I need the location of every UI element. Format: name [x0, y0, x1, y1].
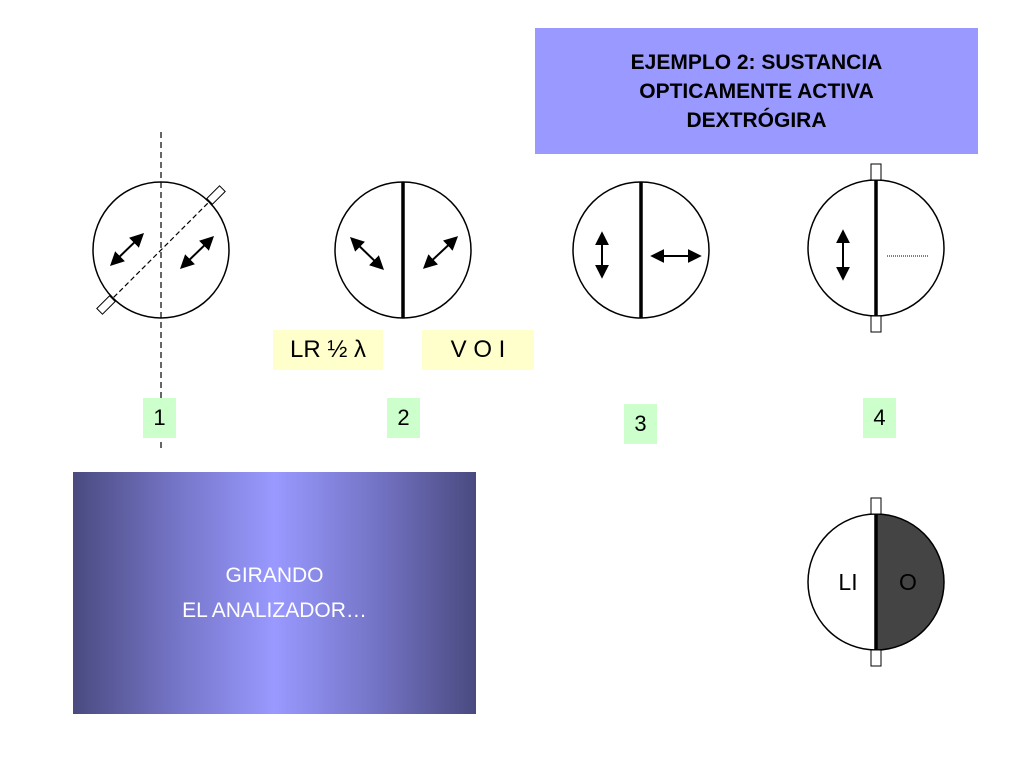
step-number-2: 2 — [387, 398, 420, 438]
label-lr: LR ½ λ — [273, 330, 383, 370]
result-circle-group: LI O — [807, 497, 945, 667]
circle-4-group — [807, 163, 945, 333]
label-voi-text: V O I — [450, 336, 506, 363]
step-number-1: 1 — [143, 398, 176, 438]
arrow-left-diagonal — [109, 233, 145, 266]
analyzer-tab-bottom — [870, 315, 882, 333]
title-line-2: OPTICAMENTE ACTIVA — [639, 79, 874, 103]
circle-1-group — [92, 132, 230, 452]
step-number-2-text: 2 — [397, 405, 410, 430]
result-label-left: LI — [838, 569, 857, 595]
step-number-1-text: 1 — [153, 405, 166, 430]
arrow-right-ne — [422, 236, 459, 269]
arrow-left-nw — [349, 237, 385, 270]
title-banner: EJEMPLO 2: SUSTANCIA OPTICAMENTE ACTIVA … — [535, 28, 978, 154]
title-line-3: DEXTRÓGIRA — [686, 108, 827, 132]
slit-tab-bottom-left — [96, 295, 116, 315]
action-line-2: EL ANALIZADOR… — [182, 599, 367, 622]
step-number-4: 4 — [863, 398, 896, 438]
arrow-right-diagonal — [179, 236, 215, 269]
result-dark-half — [875, 513, 945, 651]
step-number-3: 3 — [624, 404, 657, 444]
result-tab-top — [870, 497, 882, 515]
label-lr-text: LR ½ λ — [289, 336, 367, 363]
result-left-half — [807, 513, 877, 651]
slit-tab-top-right — [206, 185, 226, 205]
diagonal-dashed-line — [107, 196, 215, 304]
analyzer-tab-top — [870, 163, 882, 181]
action-line-1: GIRANDO — [225, 564, 324, 587]
title-line-1: EJEMPLO 2: SUSTANCIA — [630, 50, 883, 74]
action-banner: GIRANDO EL ANALIZADOR… — [73, 472, 476, 714]
label-voi: V O I — [422, 330, 534, 370]
result-label-right: O — [899, 569, 917, 595]
step-number-3-text: 3 — [634, 411, 647, 436]
result-tab-bottom — [870, 649, 882, 667]
circle-2-group — [334, 181, 472, 319]
circle-3-group — [572, 181, 710, 319]
step-number-4-text: 4 — [873, 405, 886, 430]
